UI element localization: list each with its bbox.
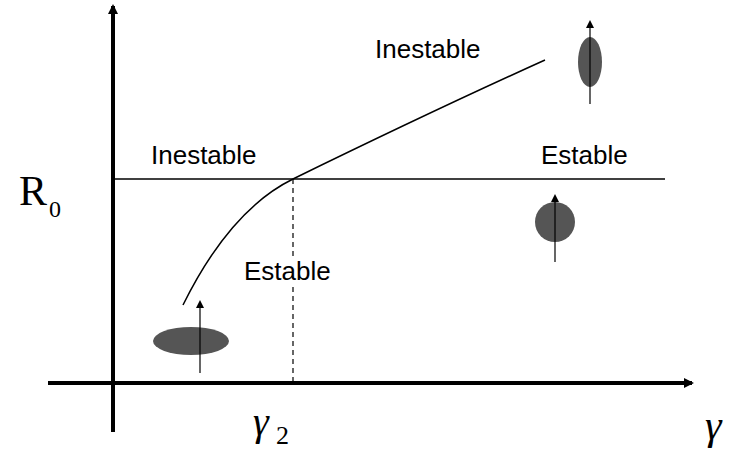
stability-curve [183, 60, 545, 305]
sphere [535, 196, 575, 262]
tick-subscript: 2 [275, 423, 290, 449]
axis-subscript: 0 [48, 197, 62, 221]
axis-label: R [18, 170, 48, 212]
region-label: Estable [243, 258, 332, 284]
x-axis [48, 381, 692, 385]
region-label: Inestable [374, 36, 482, 62]
region-label: Estable [540, 142, 629, 168]
region-label: Inestable [150, 142, 258, 168]
prolate-ellipsoid [578, 22, 602, 104]
y-axis [111, 6, 115, 432]
threshold-line [113, 178, 665, 180]
axis-label: γ [704, 404, 723, 446]
oblate-ellipsoid [153, 302, 229, 373]
tick-label: γ [252, 402, 270, 442]
